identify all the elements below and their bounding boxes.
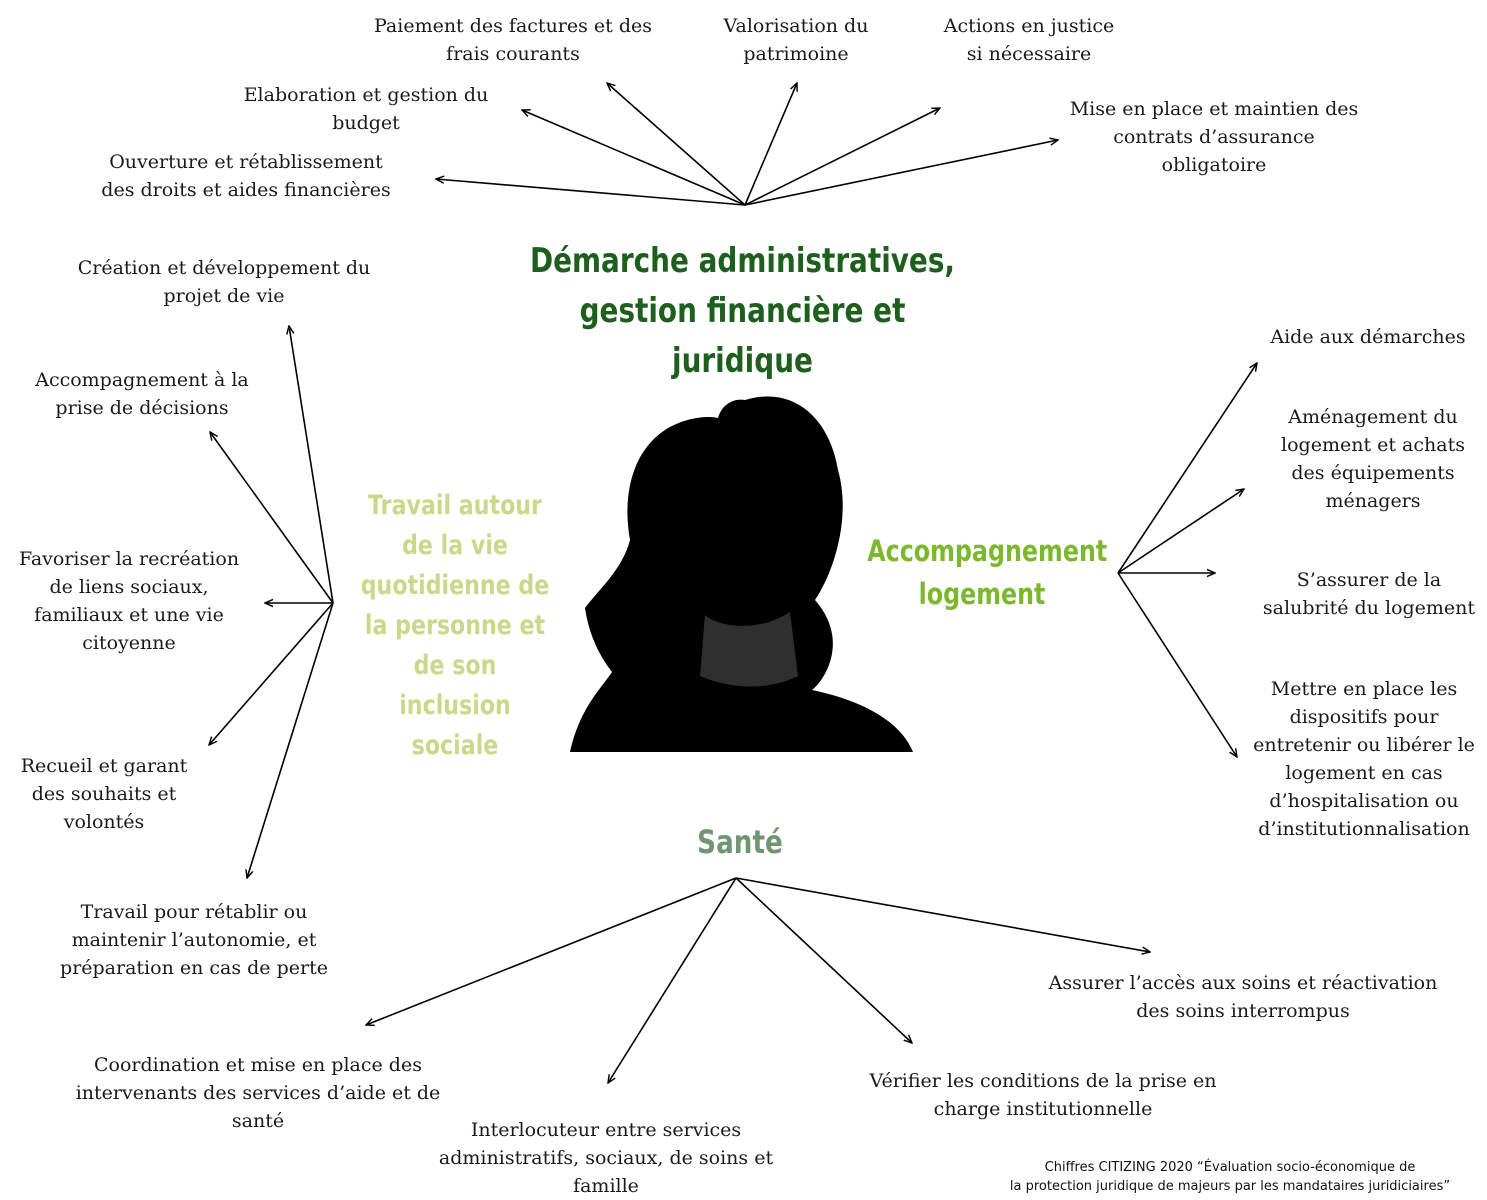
arrow-admin-paiement (607, 83, 746, 206)
daily-item-liens: Favoriser la recréation de liens sociaux… (18, 548, 240, 654)
arrow-daily-autonomie (247, 602, 334, 878)
admin-item-droits: Ouverture et rétablissement des droits e… (101, 151, 391, 201)
housing-item-dispositifs: Mettre en place les dispositifs pour ent… (1253, 678, 1475, 840)
arrow-housing-amenagement (1117, 489, 1244, 574)
daily-item-projet: Création et développement du projet de v… (77, 257, 371, 307)
daily-item-souhaits: Recueil et garant des souhaits et volont… (20, 755, 188, 833)
category-admin-heading: Démarche administratives, gestion financ… (529, 241, 956, 381)
admin-item-assurance: Mise en place et maintien des contrats d… (1069, 98, 1359, 176)
category-housing-heading: Accompagnement logement (867, 534, 1108, 611)
daily-item-decisions: Accompagnement à la prise de décisions (35, 369, 249, 419)
arrow-admin-budget (522, 110, 746, 206)
arrow-housing-dispositifs (1117, 572, 1237, 757)
housing-item-amenagement: Aménagement du logement et achats des éq… (1281, 406, 1465, 512)
arrow-health-interlocuteur (608, 877, 737, 1083)
arrow-admin-justice (744, 108, 940, 206)
health-item-interlocuteur: Interlocuteur entre services administrat… (438, 1119, 774, 1197)
housing-item-salubrite: S’assurer de la salubrité du logement (1262, 569, 1476, 619)
hair-shape (570, 396, 913, 752)
health-item-soins: Assurer l’accès aux soins et réactivatio… (1048, 972, 1438, 1022)
arrow-daily-decisions (210, 432, 334, 604)
arrow-health-institution (735, 877, 912, 1043)
category-health-heading: Santé (697, 823, 783, 861)
health-item-coordination: Coordination et mise en place des interv… (75, 1054, 441, 1132)
admin-item-budget: Elaboration et gestion du budget (243, 84, 489, 134)
arrow-housing-demarches (1117, 363, 1257, 574)
health-item-institution: Vérifier les conditions de la prise en c… (869, 1070, 1217, 1120)
admin-item-justice: Actions en justice si nécessaire (943, 15, 1115, 65)
housing-item-demarches: Aide aux démarches (1270, 326, 1466, 348)
source-footnote: Chiffres CITIZING 2020 “Évaluation socio… (1009, 1160, 1451, 1194)
category-daily-life-heading: Travail autour de la vie quotidienne de … (360, 490, 550, 761)
arrow-admin-assurance (744, 140, 1058, 206)
admin-item-paiement: Paiement des factures et des frais coura… (373, 15, 652, 65)
person-silhouette-icon (570, 396, 913, 752)
arrow-health-soins (735, 877, 1150, 952)
arrow-daily-projet (289, 326, 334, 604)
arrow-admin-patrimoine (744, 83, 797, 206)
arrow-group (209, 83, 1257, 1083)
daily-item-autonomie: Travail pour rétablir ou maintenir l’aut… (60, 901, 328, 979)
admin-item-patrimoine: Valorisation du patrimoine (723, 15, 869, 65)
arrow-health-coordination (366, 877, 737, 1025)
arrow-daily-souhaits (209, 602, 334, 745)
arrow-admin-droits (436, 179, 746, 206)
neck-shadow (700, 612, 798, 687)
